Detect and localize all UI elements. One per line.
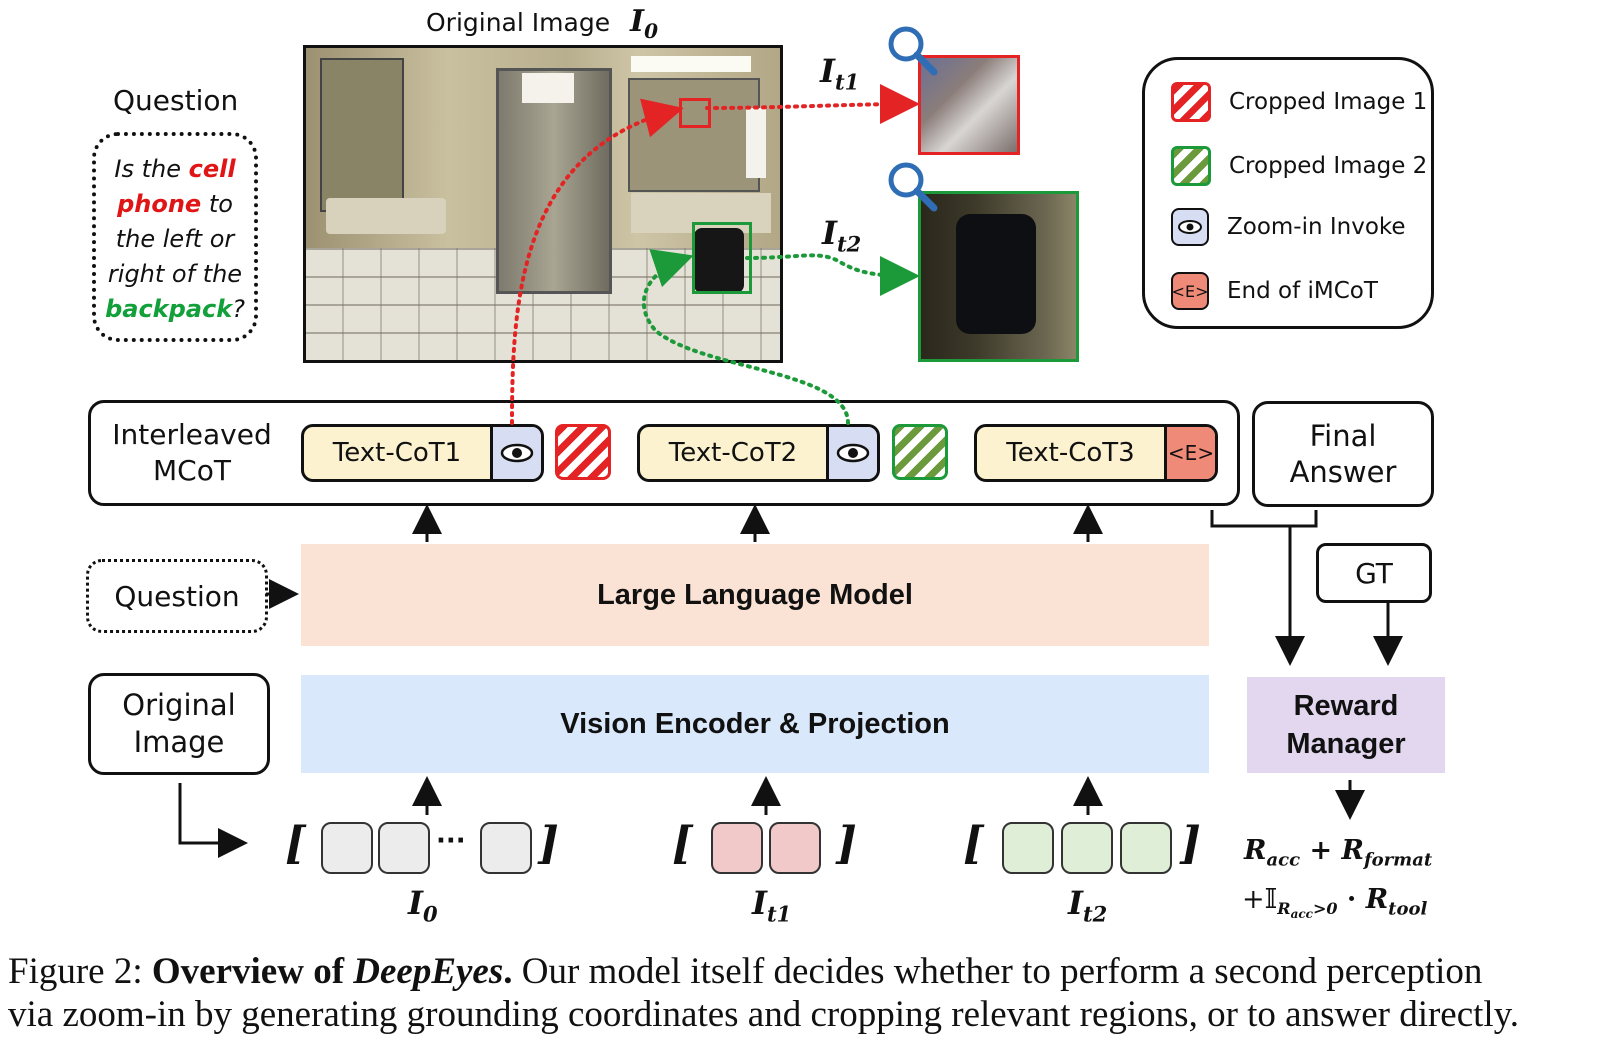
bracket-open-1: [	[672, 818, 693, 869]
final-answer-box: Final Answer	[1252, 401, 1434, 507]
legend: Cropped Image 1 Cropped Image 2 Zoom-in …	[1142, 57, 1434, 329]
token-0a	[321, 822, 373, 874]
original-image-input-box: Original Image	[88, 673, 270, 775]
original-photo	[303, 45, 783, 363]
token-group-2-label: It2	[1068, 884, 1108, 927]
legend-swatch-green	[1171, 146, 1211, 186]
token-2a	[1002, 822, 1054, 874]
eye-icon	[826, 427, 877, 479]
llm-block: Large Language Model	[301, 544, 1209, 646]
crop2-symbol: It2	[822, 214, 862, 257]
gt-box: GT	[1316, 543, 1432, 603]
bracket-close-1: ]	[836, 818, 857, 869]
question-panel-title: Question	[113, 84, 239, 117]
reward-formula-line1: Racc + Rformat	[1244, 835, 1433, 871]
figure-caption: Figure 2: Overview of DeepEyes. Our mode…	[8, 951, 1520, 1035]
token-1a	[711, 822, 763, 874]
token-0c	[480, 822, 532, 874]
token-ellipsis: ···	[436, 826, 466, 856]
magnifier-icon	[888, 162, 938, 212]
end-token: <E>	[1164, 427, 1215, 479]
crop2-token	[892, 424, 948, 480]
arrow-red-eye	[510, 98, 684, 425]
mcot-label: Interleaved MCoT	[112, 418, 272, 487]
connector-mcot-final	[1210, 510, 1318, 528]
legend-item-end: <E> End of iMCoT	[1171, 272, 1378, 310]
vision-encoder-block: Vision Encoder & Projection	[301, 675, 1209, 773]
reward-manager-block: Reward Manager	[1247, 677, 1445, 773]
token-group-1-label: It1	[752, 884, 792, 927]
original-image-title-text: Original Image	[426, 8, 611, 37]
original-image-title: Original Image I0	[426, 4, 658, 43]
token-2c	[1120, 822, 1172, 874]
arrow-green-eye	[641, 249, 850, 425]
bracket-close-2: ]	[1180, 818, 1201, 869]
eye-icon	[490, 427, 541, 479]
magnifier-icon	[888, 26, 938, 76]
crop1-token	[555, 424, 611, 480]
arrow-red-crop	[705, 84, 920, 125]
bracket-open-2: [	[963, 818, 984, 869]
legend-item-crop1: Cropped Image 1	[1171, 82, 1427, 122]
token-group-0-label: I0	[408, 884, 438, 927]
crop1-symbol: It1	[820, 52, 860, 95]
token-2b	[1061, 822, 1113, 874]
arrow-image-tokens	[178, 783, 248, 858]
legend-item-zoom: Zoom-in Invoke	[1171, 208, 1406, 246]
reward-formula-line2: +𝕀Racc>0 · Rtool	[1242, 884, 1428, 922]
cot-step-1: Text-CoT1	[301, 424, 544, 482]
bracket-close-0: ]	[538, 818, 559, 869]
legend-swatch-red	[1171, 82, 1211, 122]
question-input-box: Question	[86, 559, 268, 633]
cropped-image-2	[918, 191, 1079, 362]
eye-icon	[1171, 208, 1209, 246]
bracket-open-0: [	[285, 818, 306, 869]
token-0b	[378, 822, 430, 874]
arrow-green-crop	[745, 253, 920, 296]
token-1b	[769, 822, 821, 874]
question-panel: Is the cell phone to the left or right o…	[92, 132, 258, 342]
legend-item-crop2: Cropped Image 2	[1171, 146, 1427, 186]
cot-step-3: Text-CoT3 <E>	[974, 424, 1218, 482]
end-token-swatch: <E>	[1171, 272, 1209, 310]
cot-step-2: Text-CoT2	[637, 424, 880, 482]
original-image-symbol: I0	[630, 4, 658, 43]
